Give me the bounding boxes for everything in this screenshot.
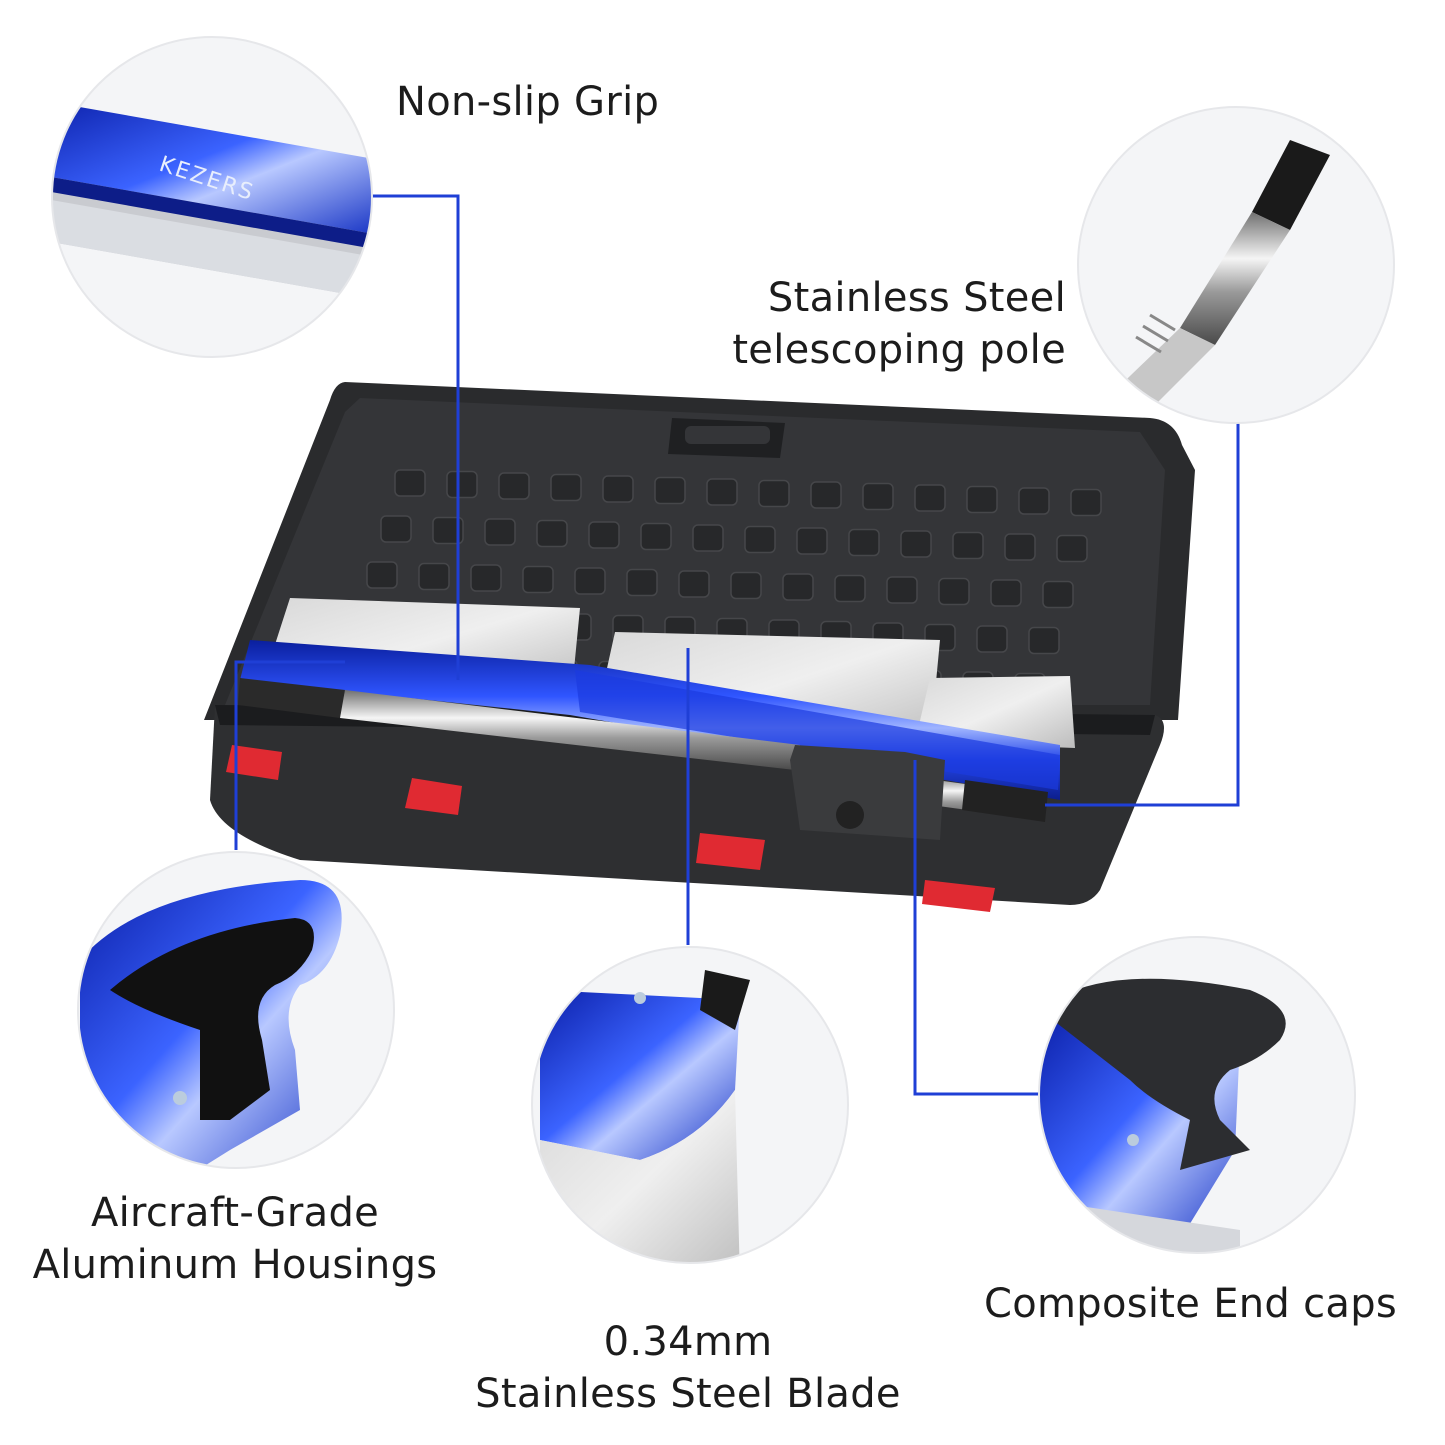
lid-cell — [966, 485, 998, 514]
lid-cell — [796, 527, 828, 555]
endcaps-label: Composite End caps — [984, 1278, 1397, 1330]
latch-1 — [226, 745, 282, 780]
pole-label: Stainless Steel telescoping pole — [690, 272, 1066, 376]
grip-callout-line — [368, 194, 460, 680]
housing-callout-line — [234, 660, 345, 850]
housing-label-line-1: Aircraft-Grade — [90, 1190, 380, 1236]
lid-cell — [848, 528, 880, 557]
lid-cell — [574, 567, 606, 595]
lid-cell — [1028, 626, 1060, 655]
grip-label-line: Non-slip Grip — [396, 79, 660, 125]
case-latches — [226, 745, 995, 912]
blade-label: 0.34mm Stainless Steel Blade — [460, 1316, 916, 1420]
endcap-callout-line — [913, 760, 1040, 1096]
pole-label-line-2: telescoping pole — [732, 327, 1066, 373]
lid-cell — [938, 577, 970, 606]
lid-cell — [730, 571, 762, 600]
blade-label-line-2: Stainless Steel Blade — [475, 1371, 901, 1417]
endcap-closeup — [1038, 936, 1356, 1254]
lid-cell — [1004, 533, 1036, 561]
lid-cell — [782, 573, 814, 601]
pole-closeup — [1077, 106, 1395, 424]
telescoping-pole — [238, 678, 1048, 840]
latch-3 — [696, 833, 765, 870]
latch-2 — [405, 778, 462, 815]
lid-cell — [470, 564, 502, 592]
housing-label-line-2: Aluminum Housings — [32, 1242, 438, 1288]
pole-label-line-1: Stainless Steel — [767, 275, 1066, 321]
lid-cell — [626, 568, 658, 597]
lid-cell — [550, 473, 582, 502]
lid-cell — [678, 570, 710, 598]
lid-cell — [990, 579, 1022, 607]
lid-cell — [602, 475, 634, 503]
lid-cell — [976, 625, 1008, 653]
housing-closeup — [77, 851, 395, 1169]
lid-cell — [914, 484, 946, 512]
lid-cell — [706, 478, 738, 506]
lid-cell — [862, 482, 894, 511]
lid-cell — [1056, 534, 1088, 563]
lid-cell — [418, 562, 450, 591]
lid-cell — [536, 519, 568, 548]
housing-label: Aircraft-Grade Aluminum Housings — [20, 1187, 450, 1291]
lid-cell — [588, 521, 620, 549]
lid-cell — [810, 481, 842, 509]
lid-cell — [432, 516, 464, 545]
lid-cell — [834, 574, 866, 603]
lid-cell — [900, 530, 932, 558]
lid-cell — [692, 524, 724, 552]
lid-cell — [498, 472, 530, 500]
lid-cell — [654, 476, 686, 505]
lid-cell — [1042, 580, 1074, 609]
pole-callout-line — [1045, 406, 1240, 807]
latch-4 — [922, 880, 995, 912]
lid-cell — [1018, 487, 1050, 515]
lid-cell — [952, 531, 984, 560]
lid-cell — [394, 469, 426, 497]
lid-cell — [1070, 488, 1102, 517]
lid-cell — [522, 565, 554, 594]
lid-cell — [744, 525, 776, 554]
callout-lines — [234, 194, 1240, 1096]
lid-cell — [484, 518, 516, 546]
endcaps-label-line: Composite End caps — [984, 1281, 1398, 1327]
lid-cell — [640, 522, 672, 551]
grip-label: Non-slip Grip — [396, 76, 659, 128]
lid-cell — [886, 576, 918, 604]
lid-cell — [758, 479, 790, 508]
blade-label-line-1: 0.34mm — [603, 1319, 773, 1365]
lid-cell — [380, 515, 412, 543]
blade-closeup — [531, 946, 849, 1264]
lid-cell — [446, 470, 478, 499]
lid-cell — [366, 561, 398, 589]
grip-closeup: KEZERS — [51, 36, 373, 358]
